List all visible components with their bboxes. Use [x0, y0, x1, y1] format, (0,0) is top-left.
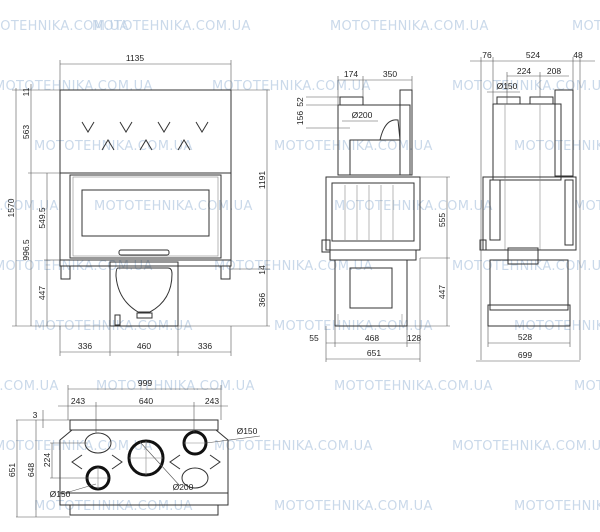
- watermark: MOTOTEHNIKA.COM.UA: [96, 379, 255, 394]
- side-view: 174 350 52 156 Ø200 555 447 55 468 128 6…: [295, 69, 450, 362]
- watermark: MOTOTEHNIKA.COM.UA: [330, 19, 489, 34]
- leg-left: [60, 265, 71, 280]
- dim-bottom-left: 336: [78, 341, 92, 351]
- dim-top-total-width: 999: [138, 378, 152, 388]
- top-front-strip: [69, 419, 219, 431]
- dim-rear-top-right: 48: [573, 50, 583, 60]
- dim-top-depth-inner: 648: [26, 463, 36, 477]
- dim-side-total-depth: 651: [367, 348, 381, 358]
- ash-drawer: [115, 267, 173, 313]
- dim-door-height: 549.5: [37, 207, 47, 229]
- dim-bottom-right: 336: [198, 341, 212, 351]
- watermark: MOTOTEHNIKA.COM.UA: [334, 199, 493, 214]
- dim-rear-top-left: 76: [482, 50, 492, 60]
- dim-gap: 14: [257, 265, 267, 275]
- watermark: MOTOTEHNIKA.COM.UA: [274, 139, 433, 154]
- dim-base-to-door-top: 996.5: [21, 239, 31, 261]
- flue-collar: [339, 96, 364, 106]
- drawer-handle: [136, 312, 153, 319]
- dim-leg-height: 447: [37, 286, 47, 300]
- dim-top-left: 243: [71, 396, 85, 406]
- watermark: MOTOTEHNIKA.COM.UA: [0, 379, 59, 394]
- leg-right: [220, 265, 231, 280]
- side-stand: [334, 259, 408, 327]
- dim-side-bottom-left: 55: [309, 333, 319, 343]
- dim-rear-total-width: 699: [518, 350, 532, 360]
- watermark: MOTOTEHNIKA.COM.UA: [94, 199, 253, 214]
- dim-top-center: 640: [139, 396, 153, 406]
- front-body: [59, 172, 232, 261]
- dim-side-flue-diameter: Ø200: [352, 110, 373, 120]
- dim-stand-height: 366: [257, 293, 267, 307]
- rear-upper-body: [492, 103, 562, 181]
- front-upper-panel: [59, 89, 232, 174]
- dim-52: 52: [295, 97, 305, 107]
- door-glass: [81, 189, 210, 237]
- dim-top-outlet-left: Ø150: [50, 489, 71, 499]
- top-rear-strip: [69, 504, 219, 516]
- stand: [109, 261, 179, 327]
- dim-top-outlet-right: Ø150: [237, 426, 258, 436]
- dim-side-bottom-right: 128: [407, 333, 421, 343]
- watermark: MOTOTEHNIKA.COM.UA: [0, 199, 59, 214]
- dim-rear-spacing-1: 224: [517, 66, 531, 76]
- watermark: MOTOTEHNIKA.COM.UA: [212, 79, 371, 94]
- dim-rear-outlet-diameter: Ø150: [497, 81, 518, 91]
- watermark: MOTOTEHNIKA.COM.UA: [214, 439, 373, 454]
- dim-156: 156: [295, 111, 305, 125]
- dim-front-width: 1135: [126, 53, 145, 63]
- dim-top-offset: 3: [33, 410, 38, 420]
- dim-rear-spacing-2: 208: [547, 66, 561, 76]
- watermark: MOTOTEHNIKA.COM.UA: [92, 19, 251, 34]
- baffle: [379, 119, 401, 141]
- dim-bottom-center: 460: [137, 341, 151, 351]
- rear-outlet-right: [529, 96, 554, 105]
- watermark: MOTOTEHNIKA.COM.UA: [574, 379, 600, 394]
- watermark: MOTOTEHNIKA.COM.UA: [334, 379, 493, 394]
- dim-top-depth-total: 651: [7, 463, 17, 477]
- dim-side-upper-height: 555: [437, 213, 447, 227]
- rear-outlet-left: [496, 96, 521, 105]
- dim-rear-top-center: 524: [526, 50, 540, 60]
- top-view: 999 243 640 243 3 651 648 224 Ø150 Ø150 …: [7, 378, 261, 518]
- dim-side-top-left: 174: [344, 69, 358, 79]
- watermarks: MOTOTEHNIKA.COM.UA MOTOTEHNIKA.COM.UA MO…: [0, 19, 600, 514]
- watermark: MOTOTEHNIKA.COM.UA: [514, 139, 600, 154]
- front-view: 1135 11 563 1570 549.5 996.5 447 1191 14…: [6, 53, 270, 356]
- dim-top-right: 243: [205, 396, 219, 406]
- watermark: MOTOTEHNIKA.COM.UA: [34, 499, 193, 514]
- watermark: MOTOTEHNIKA.COM.UA: [214, 259, 373, 274]
- rear-stand: [489, 259, 569, 311]
- dim-height-right: 1191: [257, 171, 267, 190]
- watermark: MOTOTEHNIKA.COM.UA: [574, 199, 600, 214]
- watermark: MOTOTEHNIKA.COM.UA: [452, 439, 600, 454]
- dim-upper-height: 563: [21, 125, 31, 139]
- watermark: MOTOTEHNIKA.COM.UA: [514, 499, 600, 514]
- watermark: MOTOTEHNIKA.COM.UA: [0, 439, 153, 454]
- watermark: MOTOTEHNIKA.COM.UA: [452, 79, 600, 94]
- rear-body: [482, 176, 577, 251]
- front-base: [59, 259, 232, 267]
- vent-chevrons: [81, 121, 209, 151]
- watermark: MOTOTEHNIKA.COM.UA: [34, 139, 193, 154]
- watermark: MOTOTEHNIKA.COM.UA: [274, 499, 433, 514]
- dim-top-offset: 11: [21, 87, 31, 96]
- dim-side-lower-height: 447: [437, 285, 447, 299]
- door-frame: [69, 174, 222, 259]
- knockout-right-bottom: [181, 467, 209, 489]
- rear-view: 76 524 48 224 208 Ø150 528 699: [470, 50, 595, 362]
- dim-side-top-right: 350: [383, 69, 397, 79]
- watermark: MOTOTEHNIKA.COM.UA: [0, 19, 129, 34]
- dim-total-height: 1570: [6, 198, 16, 217]
- dim-rear-base-width: 528: [518, 332, 532, 342]
- watermark: MOTOTEHNIKA.COM.UA: [572, 19, 600, 34]
- dim-side-bottom-center: 468: [365, 333, 379, 343]
- door-handle: [118, 249, 170, 256]
- watermark: MOTOTEHNIKA.COM.UA: [452, 259, 600, 274]
- dim-top-spacing: 224: [42, 453, 52, 467]
- dim-top-flue-center: Ø200: [173, 482, 194, 492]
